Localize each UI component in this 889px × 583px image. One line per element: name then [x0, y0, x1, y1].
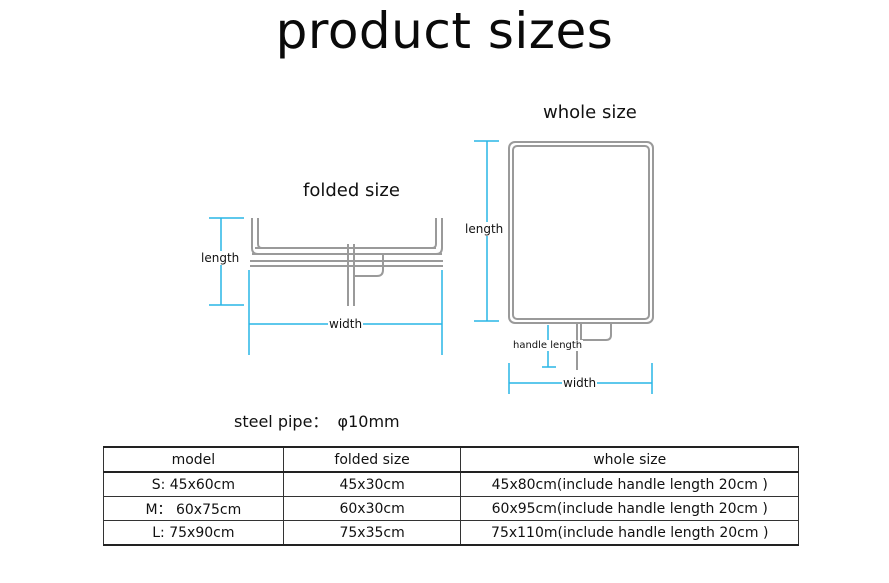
- steel-pipe-spec: steel pipe： φ10mm: [234, 408, 400, 432]
- whole-width-label: width: [562, 376, 598, 390]
- folded-dimensions: [209, 217, 443, 355]
- cell-model: S: 45x60cm: [103, 471, 284, 497]
- cell-whole-size: 75x110m(include handle length 20cm ): [460, 520, 799, 546]
- handle-length-label: handle length: [512, 340, 584, 351]
- cell-model: L: 75x90cm: [103, 520, 284, 546]
- cell-model: M： 60x75cm: [103, 496, 284, 521]
- cell-whole-size: 45x80cm(include handle length 20cm ): [460, 471, 799, 497]
- table-row: L: 75x90cm 75x35cm 75x110m(include handl…: [103, 520, 799, 546]
- header-whole-size: whole size: [460, 446, 799, 473]
- folded-frame: [250, 218, 443, 306]
- header-model: model: [103, 446, 284, 473]
- header-folded-size: folded size: [282, 446, 462, 473]
- whole-size-label: whole size: [543, 102, 637, 123]
- table-row: S: 45x60cm 45x30cm 45x80cm(include handl…: [103, 471, 799, 497]
- whole-dimensions: [474, 140, 653, 394]
- folded-width-label: width: [328, 317, 364, 331]
- cell-folded-size: 75x35cm: [282, 520, 462, 546]
- page-title: product sizes: [275, 2, 614, 60]
- table-row: M： 60x75cm 60x30cm 60x95cm(include handl…: [103, 496, 799, 521]
- folded-size-label: folded size: [303, 180, 400, 201]
- cell-folded-size: 60x30cm: [282, 496, 462, 521]
- table-header-row: model folded size whole size: [103, 446, 799, 473]
- whole-length-label: length: [464, 222, 505, 236]
- steel-pipe-value: φ10mm: [337, 412, 400, 431]
- cell-folded-size: 45x30cm: [282, 471, 462, 497]
- cell-whole-size: 60x95cm(include handle length 20cm ): [460, 496, 799, 521]
- steel-pipe-label: steel pipe：: [234, 412, 329, 431]
- folded-length-label: length: [200, 251, 241, 265]
- whole-frame: [508, 141, 654, 370]
- size-table: model folded size whole size S: 45x60cm …: [103, 446, 799, 546]
